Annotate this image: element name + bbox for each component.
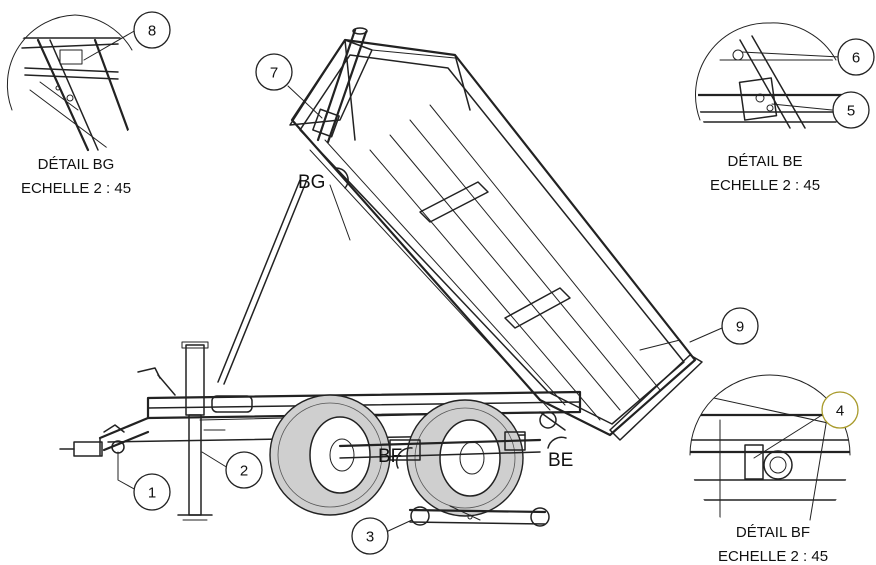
callout-1: 1 (117, 451, 171, 511)
axle-assembly (338, 411, 566, 461)
detail-bg-view (6, 14, 137, 152)
callout-6: 6 (837, 38, 875, 76)
callout-5: 5 (832, 91, 870, 129)
loose-axle-part (408, 505, 550, 527)
callout-3-number: 3 (366, 529, 374, 546)
callout-8: 8 (133, 11, 171, 49)
callout-2-number: 2 (240, 463, 248, 480)
detail-bg-title: DÉTAIL BG (38, 156, 115, 173)
callout-1-number: 1 (148, 485, 156, 502)
callout-3: 3 (351, 517, 413, 555)
detail-be-scale: ECHELLE 2 : 45 (710, 177, 820, 194)
hydraulic-ram (217, 27, 368, 385)
callout-8-number: 8 (148, 23, 156, 40)
callout-9-number: 9 (736, 319, 744, 336)
section-mark-bg: BG (298, 172, 325, 193)
callout-7: 7 (255, 53, 323, 119)
jack-stand (177, 341, 226, 521)
detail-bf-scale: ECHELLE 2 : 45 (718, 548, 828, 565)
wheel-rear (406, 399, 524, 517)
callout-5-number: 5 (847, 103, 855, 120)
callout-4: 4 (821, 391, 859, 429)
detail-be-title: DÉTAIL BE (727, 153, 802, 170)
trailer-main-view (59, 27, 703, 527)
callout-2: 2 (201, 451, 263, 489)
detail-be-view (695, 22, 842, 129)
section-mark-bf: BF (378, 446, 402, 467)
callout-6-number: 6 (852, 50, 860, 67)
tipping-body (289, 38, 703, 441)
section-mark-be: BE (548, 450, 573, 471)
detail-bf-title: DÉTAIL BF (736, 524, 810, 541)
callout-7-number: 7 (270, 65, 278, 82)
wheel-front (269, 394, 391, 516)
callout-4-number: 4 (836, 403, 844, 420)
callout-9: 9 (689, 307, 759, 345)
detail-bg-scale: ECHELLE 2 : 45 (21, 180, 131, 197)
